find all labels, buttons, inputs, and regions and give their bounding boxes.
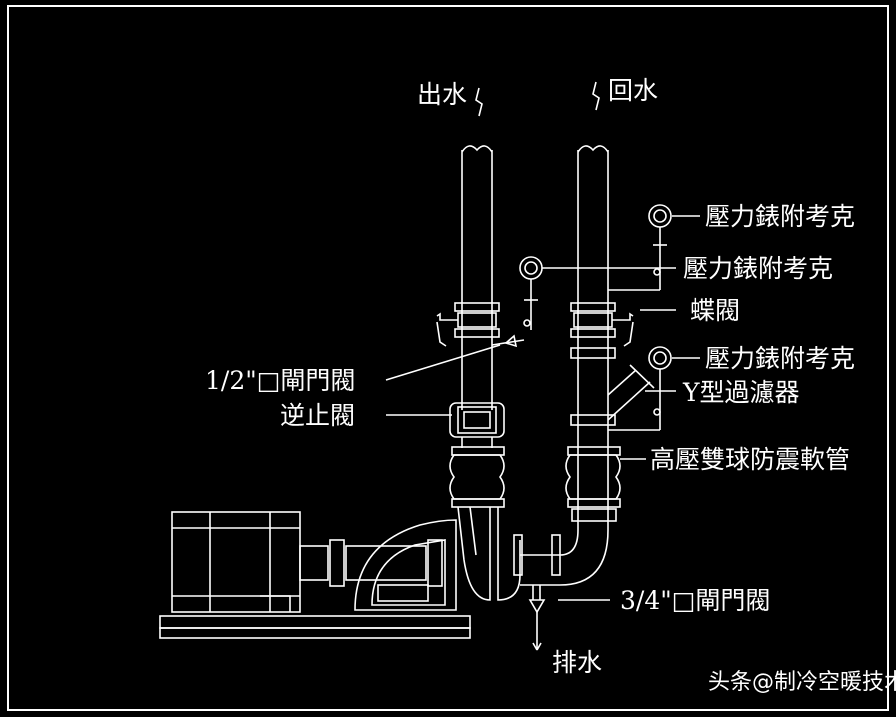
watermark-handle: @制冷空暖技术 bbox=[752, 670, 896, 695]
drawing-border bbox=[7, 5, 889, 711]
gauge-outlet bbox=[491, 256, 543, 348]
label-outlet: 出水 bbox=[417, 80, 468, 109]
return-elbow bbox=[513, 529, 609, 586]
leader-lines bbox=[385, 215, 700, 601]
gauge-return-top bbox=[608, 204, 672, 291]
label-pressure-gauge-lower: 壓力錶附考克 bbox=[705, 344, 856, 373]
drain-valve bbox=[528, 585, 546, 651]
pump-casing bbox=[354, 519, 457, 611]
label-y-strainer: Y型過濾器 bbox=[683, 378, 800, 407]
label-check-valve: 逆止閥 bbox=[280, 401, 356, 430]
coupling-shaft bbox=[299, 539, 443, 587]
label-return: 回水 bbox=[608, 76, 659, 105]
label-butterfly-valve: 蝶閥 bbox=[690, 296, 741, 325]
gauge-return-mid bbox=[608, 346, 672, 431]
label-pressure-gauge-middle: 壓力錶附考克 bbox=[683, 254, 834, 283]
flex-joint-outlet bbox=[449, 446, 505, 508]
pump-volute bbox=[457, 506, 521, 601]
outlet-pipe bbox=[461, 87, 493, 410]
label-half-inch-gate-valve: 1/2"□閘門閥 bbox=[205, 366, 356, 395]
butterfly-valve bbox=[570, 302, 634, 359]
motor bbox=[171, 511, 301, 613]
pump-base bbox=[159, 615, 471, 639]
label-drain: 排水 bbox=[552, 648, 603, 677]
return-pipe bbox=[577, 81, 609, 530]
label-three-quarter-gate-valve: 3/4"□閘門閥 bbox=[620, 586, 771, 615]
watermark-prefix: 头条 bbox=[708, 670, 753, 695]
y-strainer bbox=[570, 364, 655, 426]
flex-joint-return bbox=[565, 446, 621, 522]
label-flex-joint: 高壓雙球防震軟管 bbox=[650, 445, 851, 474]
outlet-flange bbox=[436, 302, 500, 347]
check-valve bbox=[449, 402, 505, 448]
label-pressure-gauge-top: 壓力錶附考克 bbox=[705, 202, 856, 231]
watermark: 头条@制冷空暖技术 bbox=[708, 672, 896, 694]
